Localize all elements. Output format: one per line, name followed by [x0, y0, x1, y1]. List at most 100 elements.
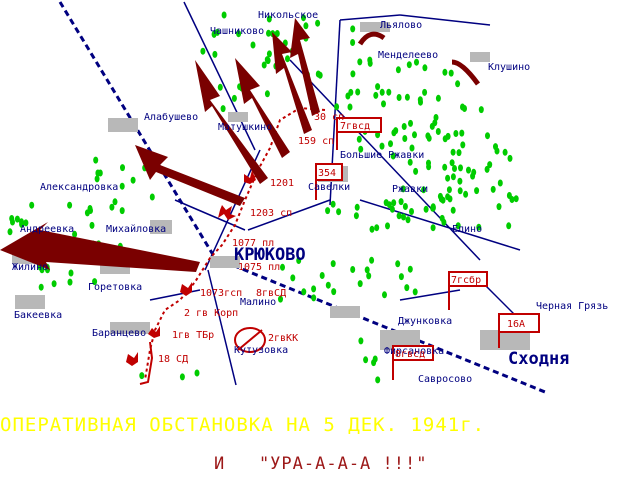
unit-sp1201: 1201: [270, 178, 294, 189]
place-bakeevka: Бакеевка: [14, 310, 62, 321]
tree-icon: [422, 88, 428, 96]
tree-icon: [231, 94, 237, 102]
road-line: [339, 14, 401, 21]
attack-arrow: [135, 145, 245, 206]
tree-icon: [274, 30, 280, 37]
tree-icon: [507, 154, 513, 162]
tree-icon: [221, 11, 227, 19]
tree-icon: [68, 269, 74, 277]
village-block: [210, 256, 240, 268]
tree-icon: [311, 294, 317, 302]
place-mendeleevo: Менделеево: [378, 50, 438, 61]
tree-icon: [366, 272, 372, 280]
tree-icon: [381, 100, 386, 108]
unit-gvkorp2: 2 гв Корп: [184, 308, 238, 319]
tree-icon: [217, 83, 223, 91]
tree-icon: [301, 288, 307, 296]
unit-sp159: 159 сп: [298, 136, 334, 147]
tree-icon: [130, 176, 136, 184]
tree-icon: [406, 61, 412, 69]
tree-icon: [325, 281, 331, 289]
tree-icon: [389, 205, 395, 213]
tree-icon: [375, 376, 381, 384]
tree-icon: [357, 58, 363, 66]
tree-icon: [315, 19, 321, 27]
tree-icon: [509, 196, 515, 203]
place-malino: Малино: [240, 297, 276, 308]
tree-icon: [7, 228, 13, 236]
tree-icon: [348, 88, 354, 96]
place-barantsevo: Баранцево: [92, 328, 146, 339]
tree-icon: [95, 169, 101, 177]
tree-icon: [266, 50, 272, 58]
tree-icon: [375, 83, 381, 91]
attack-arrow: [0, 222, 200, 272]
tree-icon: [19, 220, 25, 228]
tree-icon: [386, 201, 392, 209]
attack-arrows: [0, 18, 320, 272]
tree-icon: [89, 221, 95, 229]
tree-icon: [396, 94, 402, 101]
tree-icon: [350, 70, 356, 78]
tree-icon: [487, 161, 493, 169]
tree-icon: [456, 149, 462, 157]
tree-icon: [325, 207, 331, 215]
front-line: [144, 106, 326, 381]
place-dzhunkovka: Джунковка: [398, 316, 452, 327]
tree-icon: [407, 265, 413, 273]
tree-icon: [418, 98, 423, 106]
tree-icon: [280, 263, 285, 271]
front-line-path: [144, 106, 326, 381]
unit-pl1075: 1075 пл: [238, 262, 280, 273]
tree-icon: [386, 88, 392, 96]
unit-sd18: 18 СД: [158, 354, 188, 365]
tree-icon: [398, 198, 404, 206]
tree-icon: [432, 119, 438, 127]
tree-icon: [476, 223, 482, 231]
cavalry-line: [237, 329, 263, 351]
road-line: [399, 14, 491, 26]
tree-icon: [355, 88, 361, 96]
tree-icon: [395, 260, 401, 268]
place-nikolskoe: Никольское: [258, 10, 318, 21]
tree-icon: [485, 132, 490, 140]
place-kutuzovka: Кутузовка: [234, 345, 288, 356]
tree-icon: [402, 203, 408, 210]
tree-icon: [319, 272, 325, 279]
tree-icon: [402, 135, 408, 142]
tree-icon: [350, 39, 356, 46]
tree-icon: [250, 41, 256, 49]
tree-icon: [407, 158, 413, 166]
tree-icon: [372, 355, 378, 363]
tree-icon: [448, 69, 454, 77]
tree-icon: [453, 130, 459, 137]
tree-icon: [435, 128, 441, 135]
tree-icon: [439, 214, 445, 222]
tree-icon: [478, 106, 484, 114]
flag-gvsd7: 7гвсд: [340, 121, 370, 132]
tree-icon: [72, 230, 78, 238]
tree-icon: [67, 201, 73, 209]
tree-icon: [336, 208, 342, 216]
attack-arrow: [272, 32, 312, 134]
unit-sp30: 30 сп: [314, 112, 344, 123]
tree-icon: [401, 123, 407, 130]
unit-labels: 30 сп 159 сп 1201 1203 сп 1077 пл 1075 п…: [158, 112, 525, 365]
tree-icon: [358, 145, 364, 153]
tree-icon: [51, 280, 57, 288]
tree-icon: [409, 144, 415, 152]
tree-icon: [301, 14, 306, 22]
tree-icon: [200, 47, 206, 55]
explosion-icon: [126, 352, 138, 366]
tree-icon: [264, 56, 270, 64]
map-caption: ОПЕРАТИВНАЯ ОБСТАНОВКА НА 5 ДЕК. 1941г.: [0, 414, 486, 436]
tree-icon: [466, 166, 471, 174]
place-aleksandrovka: Александровка: [40, 182, 118, 193]
tree-icon: [367, 56, 373, 64]
road-line: [204, 149, 261, 271]
tree-icon: [92, 278, 98, 286]
tree-icon: [440, 196, 446, 204]
tree-icon: [457, 187, 463, 195]
place-firsanovka: Фирсановка: [384, 346, 444, 357]
